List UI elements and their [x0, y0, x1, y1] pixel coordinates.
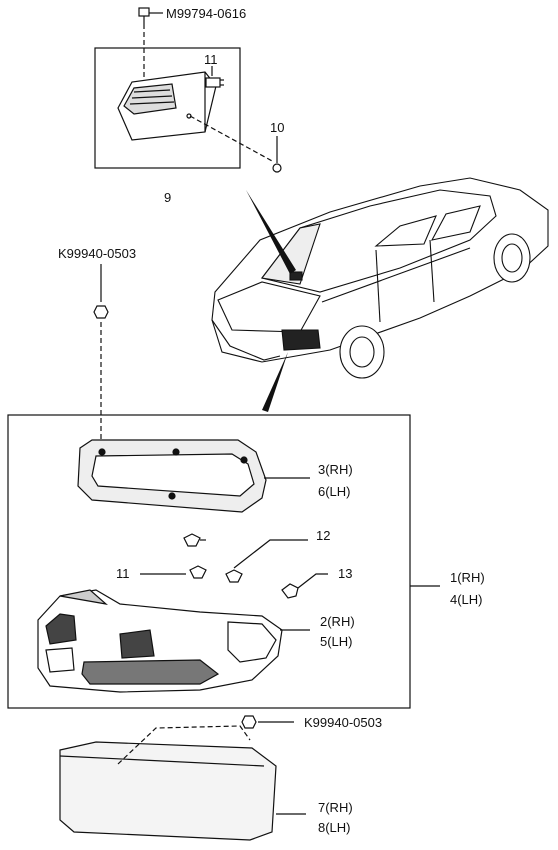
car-illustration [211, 177, 549, 379]
nut-icon [241, 715, 294, 729]
label-item-10: 10 [270, 120, 284, 135]
high-mount-stop-lamp-group [94, 7, 282, 173]
label-item-6: 6(LH) [318, 484, 351, 499]
nut-icon [93, 264, 109, 444]
label-item-5: 5(LH) [320, 634, 353, 649]
rear-lamp-lens [37, 589, 310, 693]
label-item-2: 2(RH) [320, 614, 355, 629]
label-item-4: 4(LH) [450, 592, 483, 607]
label-item-7: 7(RH) [318, 800, 353, 815]
stop-lamp-box [94, 47, 241, 169]
screw-icon [272, 136, 282, 173]
label-item-11-mid: 11 [116, 566, 130, 581]
label-item-1: 1(RH) [450, 570, 485, 585]
bulb-icon [140, 565, 207, 579]
label-item-11-top: 11 [204, 52, 218, 67]
garnish-icon [59, 725, 306, 841]
label-item-12: 12 [316, 528, 330, 543]
bulb-icon [183, 533, 206, 547]
pointer-to-stop-lamp [246, 190, 296, 274]
bolt-icon [138, 7, 150, 24]
label-item-13: 13 [338, 566, 352, 581]
label-nut-left: K99940-0503 [58, 246, 136, 261]
label-item-3: 3(RH) [318, 462, 353, 477]
label-item-9: 9 [164, 190, 171, 205]
label-nut-bottom: K99940-0503 [304, 715, 382, 730]
gasket-icon [77, 439, 310, 513]
stop-lamp-housing [117, 71, 217, 141]
rear-lamp-box [7, 414, 411, 709]
label-item-8: 8(LH) [318, 820, 351, 835]
bulb-icon [205, 77, 224, 88]
bulb-icon [225, 539, 308, 583]
label-bolt-top: M99794-0616 [166, 6, 246, 21]
pointer-to-rear-lamp [262, 352, 288, 412]
bulb-icon [281, 573, 328, 599]
